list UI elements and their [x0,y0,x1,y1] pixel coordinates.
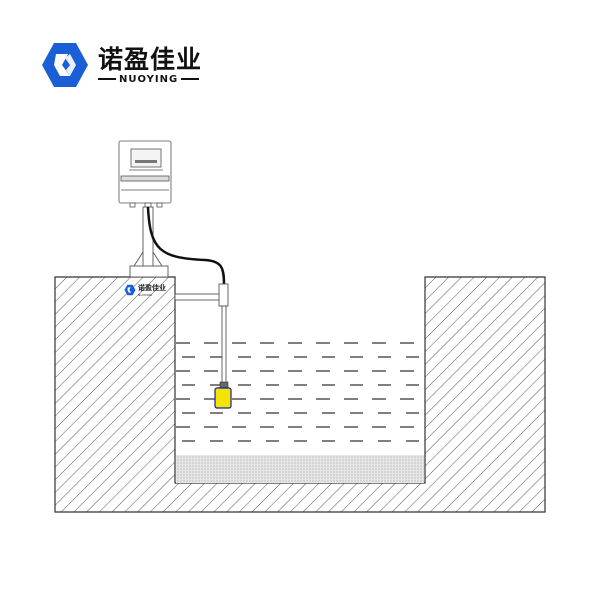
watermark-logo: 诺盈佳业 NUOYING [124,283,166,297]
transmitter-controller [118,140,172,208]
small-brand-en: NUOYING [138,293,152,297]
level-probe [214,381,232,409]
nuoying-logo-icon [42,43,88,87]
ground-cross-section [54,276,546,513]
brand-logo: 诺盈佳业 NUOYING [40,40,202,90]
water-surface-lines [176,342,424,442]
bracket-arm [174,283,229,387]
brand-name-cn: 诺盈佳业 [98,44,203,74]
sediment-layer [176,455,424,483]
brand-name-en-row: NUOYING [98,74,202,85]
brand-name-en: NUOYING [119,73,179,85]
small-logo-icon [124,284,136,296]
small-brand-cn: 诺盈佳业 [138,284,166,292]
probe-cable [146,206,226,286]
